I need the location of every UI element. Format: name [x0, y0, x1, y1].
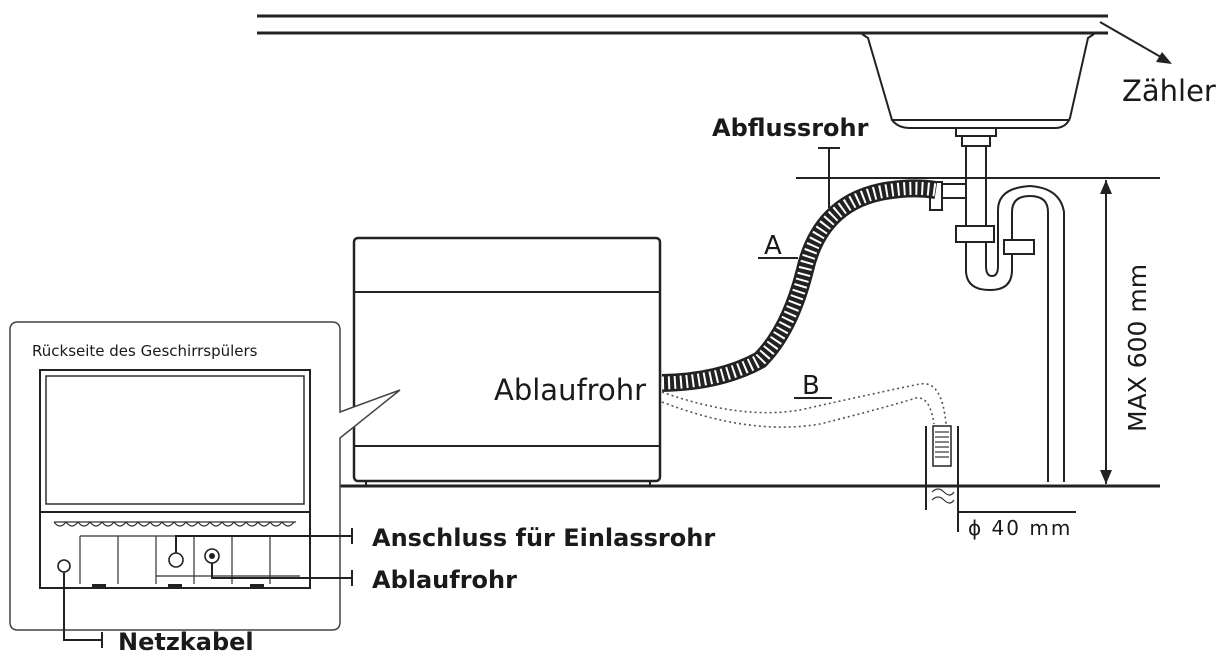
inlet-connection-label: Anschluss für Einlassrohr — [372, 524, 715, 552]
diameter-dimension — [957, 510, 1076, 532]
drain-pipe-label: Abflussrohr — [712, 114, 869, 142]
drain-hose-a — [661, 179, 938, 392]
option-b-label: B — [802, 371, 820, 401]
standpipe — [925, 425, 959, 510]
inlet-connection-leader — [175, 528, 353, 553]
outlet-pipe-label: Ablaufrohr — [494, 373, 646, 407]
rear-view-title: Rückseite des Geschirrspülers — [32, 342, 258, 360]
option-a-label: A — [764, 231, 782, 261]
counter-label: Zähler — [1122, 74, 1216, 108]
rear-outlet-leader — [211, 563, 353, 586]
countertop — [257, 14, 1108, 35]
sink-basin — [861, 33, 1095, 147]
rear-outlet-label: Ablaufrohr — [372, 566, 517, 594]
counter-arrow — [1099, 21, 1172, 64]
power-cable-leader — [63, 572, 103, 648]
max-height-dimension — [1100, 180, 1112, 484]
siphon-trap — [929, 146, 1065, 482]
drain-hose-b — [661, 382, 947, 428]
drain-pipe-leader — [818, 147, 840, 208]
dishwasher-rear — [39, 369, 311, 589]
power-cable-label: Netzkabel — [118, 628, 254, 656]
max-height-label: MAX 600 mm — [1123, 264, 1152, 432]
diameter-label: ϕ 40 mm — [968, 516, 1072, 540]
dishwasher-body — [352, 236, 662, 486]
